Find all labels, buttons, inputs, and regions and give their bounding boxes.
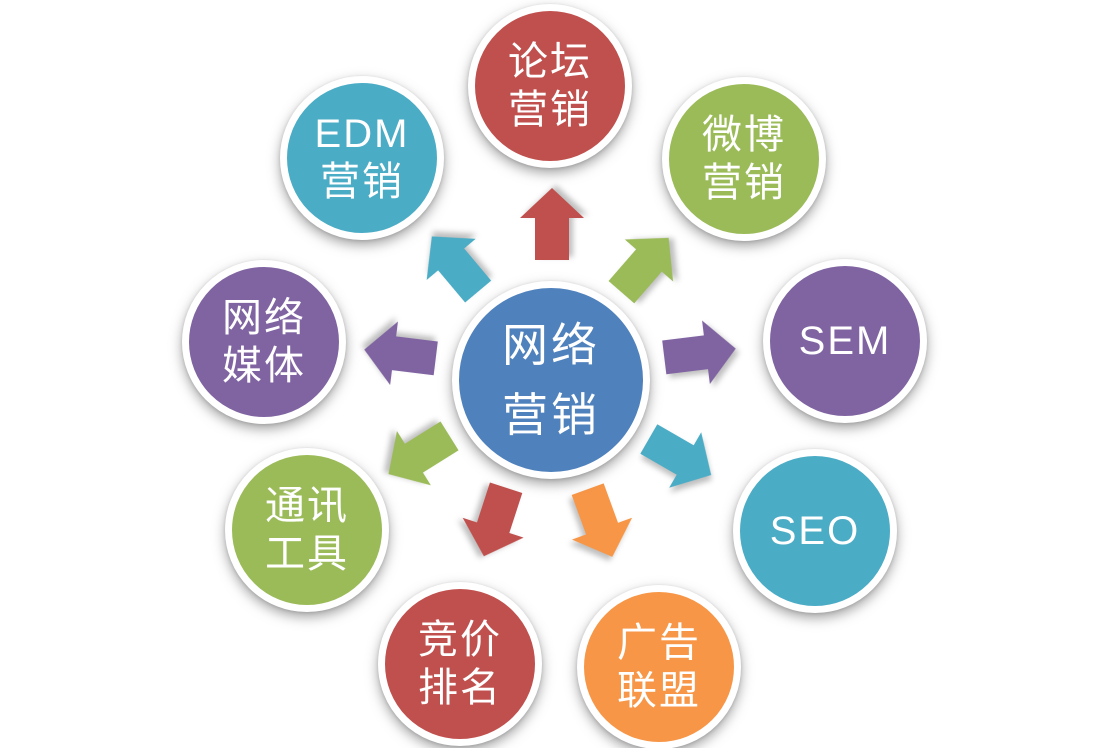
node-forum-marketing: 论坛 营销	[468, 4, 632, 168]
node-label-line: 工具	[265, 532, 349, 576]
arrow-to-communication-tools	[388, 421, 459, 486]
arrow-shape	[608, 237, 674, 304]
node-weibo-marketing: 微博 营销	[662, 77, 826, 241]
arrow-shape	[571, 483, 633, 557]
node-label-line: 营销	[502, 389, 600, 441]
arrow-shape	[520, 188, 584, 260]
node-label-line: 营销	[508, 88, 592, 132]
arrow-to-sem	[662, 320, 736, 385]
node-label-line: SEO	[769, 509, 861, 553]
node-label-line: 微博	[702, 113, 786, 157]
arrow-to-edm-marketing	[426, 236, 492, 303]
arrow-shape	[462, 482, 524, 557]
node-label-line: SEM	[798, 319, 892, 363]
node-label-line: 竞价	[418, 618, 502, 662]
node-seo: SEO	[733, 449, 897, 613]
arrow-shape	[364, 321, 438, 386]
arrow-shape	[662, 320, 736, 385]
arrow-to-seo	[640, 424, 712, 488]
node-label-line: 排名	[418, 666, 502, 710]
node-label-line: 营销	[702, 161, 786, 205]
node-label-line: 媒体	[222, 344, 306, 388]
node-network-marketing-center: 网络 营销	[452, 281, 650, 479]
node-label-line: 联盟	[617, 669, 701, 713]
node-label-line: EDM	[314, 112, 410, 156]
node-label-line: 营销	[320, 160, 404, 204]
arrow-to-ad-alliance	[571, 483, 633, 557]
arrow-shape	[388, 421, 459, 486]
arrow-to-bid-ranking	[462, 482, 524, 557]
node-label-line: 网络	[502, 319, 600, 371]
node-label-line: 论坛	[508, 40, 592, 84]
node-network-media: 网络 媒体	[182, 260, 346, 424]
node-label-line: 广告	[617, 621, 701, 665]
arrow-to-forum-marketing	[520, 188, 584, 260]
arrow-to-network-media	[364, 321, 438, 386]
node-label-line: 通讯	[265, 484, 349, 528]
node-ad-alliance: 广告 联盟	[577, 585, 741, 748]
node-edm-marketing: EDM 营销	[280, 76, 444, 240]
arrow-to-weibo-marketing	[608, 237, 674, 304]
node-bid-ranking: 竞价 排名	[378, 582, 542, 746]
node-communication-tools: 通讯 工具	[225, 448, 389, 612]
arrow-shape	[426, 236, 492, 303]
arrow-shape	[640, 424, 712, 488]
node-sem: SEM	[763, 259, 927, 423]
node-label-line: 网络	[222, 296, 306, 340]
